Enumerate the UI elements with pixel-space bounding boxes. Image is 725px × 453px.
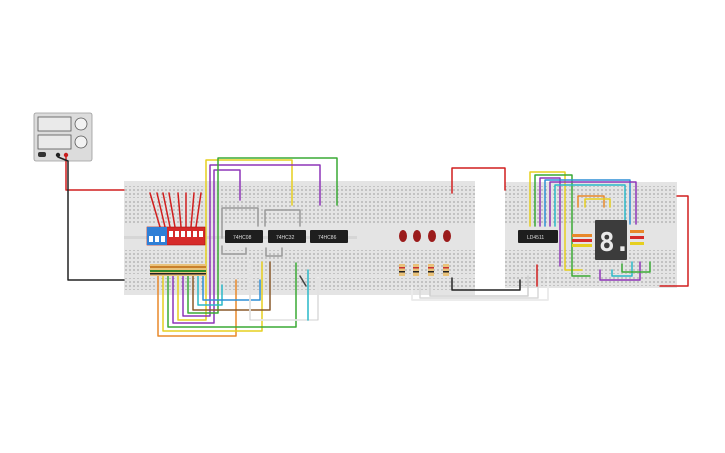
power-supply-display-top <box>37 116 72 132</box>
led-resistors <box>399 264 449 276</box>
chip-ld4511[interactable]: LD4511 <box>518 230 558 243</box>
terminal-black[interactable] <box>55 152 61 158</box>
chip-74hc86-label: 74HC86 <box>318 235 337 241</box>
display-resistors <box>572 230 644 247</box>
wire-ground-black <box>57 156 125 281</box>
voltage-knob[interactable] <box>74 117 88 131</box>
dip-switch[interactable] <box>146 226 206 246</box>
power-supply-display-bottom <box>37 134 72 150</box>
power-switch[interactable] <box>38 152 46 157</box>
wire-power-red <box>65 156 125 191</box>
led-2 <box>413 230 421 242</box>
power-supply[interactable] <box>33 112 93 162</box>
current-knob[interactable] <box>74 135 88 149</box>
chip-74hc86[interactable]: 74HC86 <box>310 230 348 243</box>
chip-74hc08[interactable]: 74HC08 <box>225 230 263 243</box>
led-group <box>399 230 451 242</box>
led-1 <box>399 230 407 242</box>
led-4 <box>443 230 451 242</box>
led-3 <box>428 230 436 242</box>
wires <box>57 156 689 337</box>
chip-ld4511-label: LD4511 <box>527 235 544 241</box>
resistor-array <box>150 264 206 276</box>
seven-segment-display: 8. <box>595 220 630 260</box>
chip-74hc32[interactable]: 74HC32 <box>268 230 306 243</box>
chip-74hc32-label: 74HC32 <box>276 235 295 241</box>
chip-74hc08-label: 74HC08 <box>233 235 252 241</box>
seven-segment-digit: 8. <box>599 228 630 258</box>
breadboard-middle <box>357 181 475 295</box>
terminal-red[interactable] <box>63 152 69 158</box>
